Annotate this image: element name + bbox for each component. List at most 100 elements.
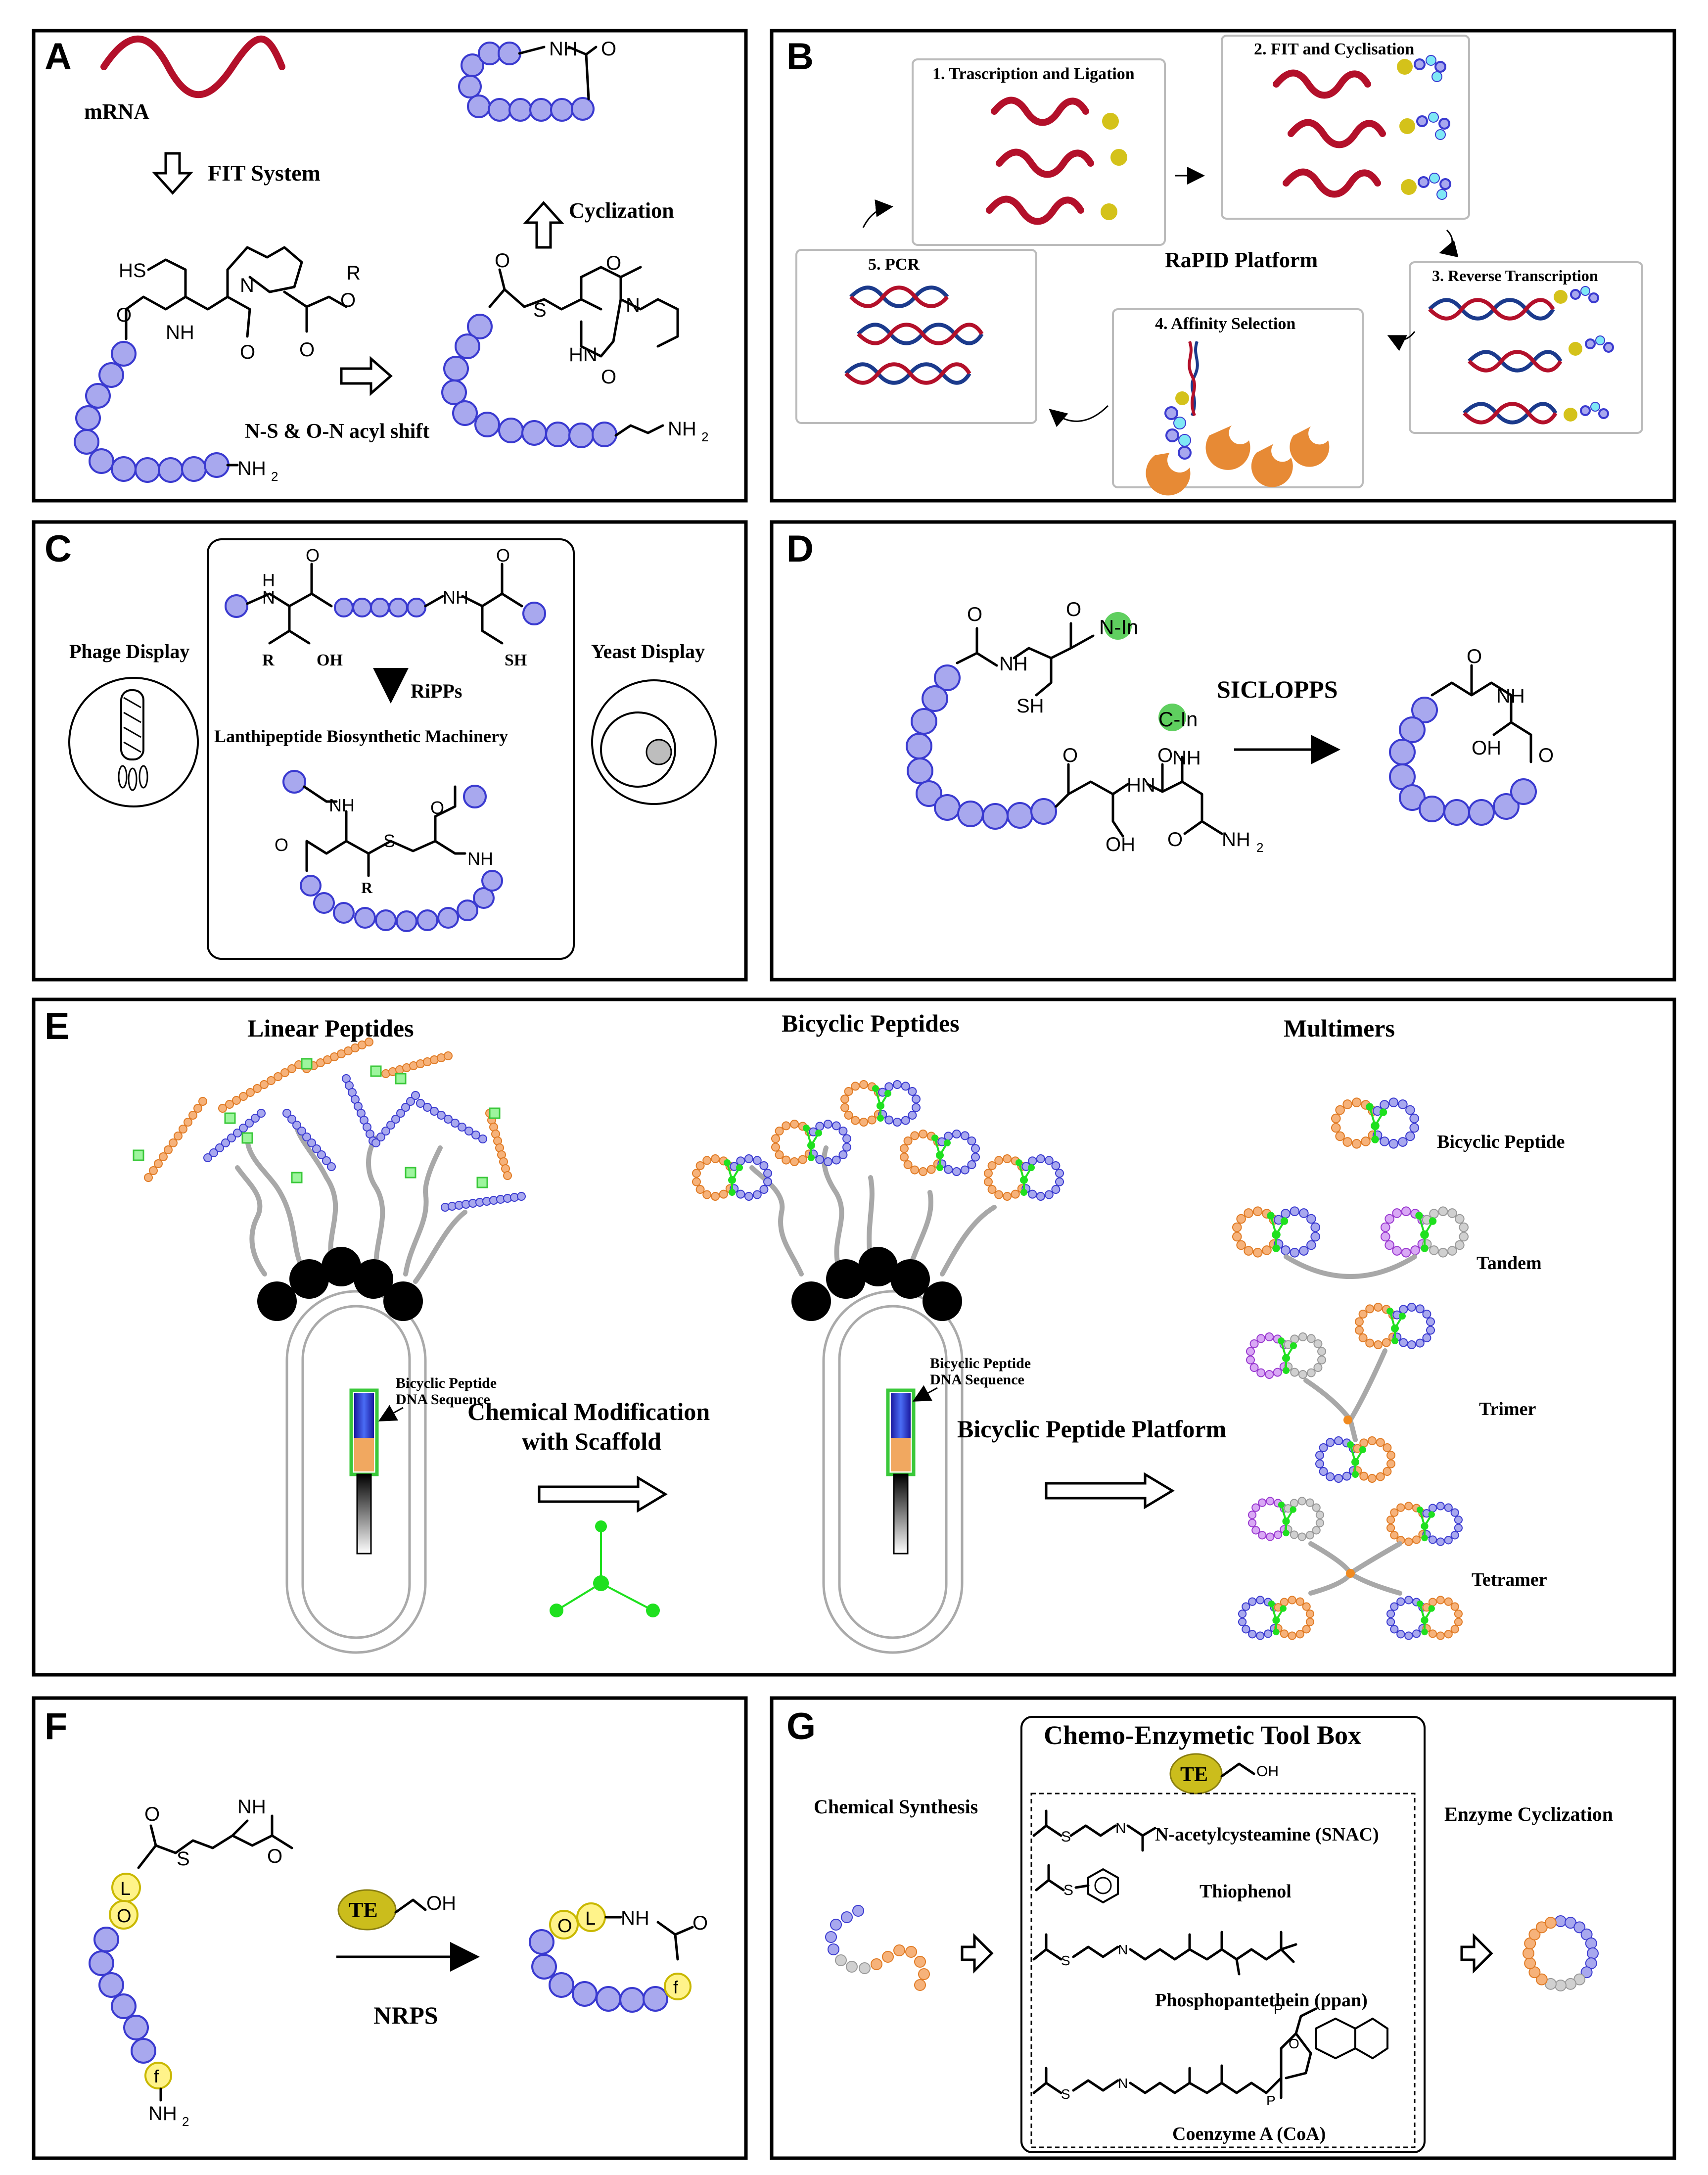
right-arrow-icon [340,356,393,396]
ppan-structure: S N Phosphopantethein (ppan) [1032,1931,1368,2011]
cyclic-peptide-a: NH O [458,38,616,122]
svg-text:H: H [262,570,275,590]
svg-text:OH: OH [1472,737,1501,759]
step-4-label: 4. Affinity Selection [1155,315,1295,333]
panel-f-frame [32,1696,748,2160]
panel-d-label: D [786,528,814,570]
machinery-label: Lanthipeptide Biosynthetic Machinery [214,726,508,746]
svg-text:O: O [967,604,982,625]
toolbox-dashed-frame [1030,1793,1416,2148]
panel-d-frame [770,520,1676,982]
panel-g-frame [770,1696,1676,2160]
svg-text:L: L [585,1908,596,1929]
panel-e-frame [32,997,1676,1677]
svg-text:O: O [601,366,616,388]
svg-text:L: L [120,1879,131,1899]
thiophenol-structure: S Thiophenol [1035,1864,1292,1904]
panel-b-frame [770,29,1676,503]
flow-arrow-2 [1439,229,1459,258]
panel-g: G Chemo-Enzymetic Tool Box TE OH Chemica… [770,1696,1676,2160]
bicyclic-peptide-heads [692,1080,1064,1201]
phage-display-label: Phage Display [69,640,189,662]
svg-text:O: O [557,1916,572,1937]
svg-text:SH: SH [1016,695,1044,717]
sicloпps-precursor: N-In O NH O SH O OH HN O NH C-In O NH 2 [906,599,1263,855]
step-2-box: 2. FIT and Cyclisation [1221,35,1470,220]
chem-mod-line2: with Scaffold [522,1427,661,1455]
panel-a-frame [32,29,748,503]
svg-text:NH: NH [1222,829,1250,851]
te-label: TE [349,1898,378,1922]
svg-text:O: O [1467,646,1482,667]
snac-label: N-acetylcysteamine (SNAC) [1155,1824,1379,1845]
svg-text:OH: OH [317,651,343,669]
toolbox-frame [1020,1716,1426,2153]
svg-text:2: 2 [182,2114,189,2129]
nrps-substrate: O S NH O L O f NH 2 [89,1796,293,2129]
svg-text:N: N [626,294,640,316]
svg-text:O: O [496,545,510,566]
svg-text:O: O [275,835,288,855]
svg-text:S: S [177,1848,190,1870]
svg-text:O: O [495,250,510,272]
svg-text:O: O [299,339,315,361]
svg-text:O: O [1538,745,1554,766]
panel-b-label: B [786,36,814,78]
ripps-label: RiPPs [411,680,462,702]
svg-text:NH: NH [549,38,578,60]
svg-text:N: N [1115,1820,1126,1837]
step-4-box: 4. Affinity Selection [1112,308,1364,496]
dna-label-line1: Bicyclic Peptide [396,1375,497,1391]
linear-peptides-title: Linear Peptides [247,1014,414,1042]
target-protein-icon [1290,426,1330,467]
svg-text:HN: HN [1127,774,1155,796]
snac-structure: S N N-acetylcysteamine (SNAC) [1032,1809,1379,1852]
step-2-label: 2. FIT and Cyclisation [1254,40,1414,58]
svg-text:NH: NH [621,1907,649,1929]
panel-c-label: C [45,528,72,570]
platform-label: Bicyclic Peptide Platform [957,1415,1226,1443]
dna-label-line2: DNA Sequence [396,1391,490,1408]
svg-text:f: f [673,1977,679,1997]
ripp-precursor: H N O R OH NH O SH [225,545,546,669]
multimer-trimer-label: Trimer [1479,1399,1536,1419]
svg-text:NH: NH [1496,685,1525,707]
svg-text:HS: HS [119,260,146,282]
svg-text:S: S [1061,1829,1071,1845]
svg-text:S: S [1061,2086,1070,2102]
phage-icon [68,677,199,807]
svg-text:N: N [1118,2076,1128,2091]
multimer-tetramer-label: Tetramer [1472,1569,1547,1590]
siclopps-product: O NH OH O [1389,646,1554,826]
svg-text:HN: HN [569,344,598,366]
svg-text:2: 2 [701,429,708,444]
svg-text:O: O [430,798,444,818]
lanthipeptide: NH O S R O NH [275,770,503,932]
panel-c: C Phage Display Yeast Display H N O R OH [32,520,748,982]
ppan-label: Phosphopantethein (ppan) [1155,1990,1368,2011]
te-domain-icon [1169,1753,1223,1795]
siclopps-label: SICLOPPS [1217,675,1338,703]
fit-system-label: FIT System [208,160,321,186]
n-intein-icon [1104,612,1132,640]
flow-arrow-4 [1049,405,1109,427]
svg-text:O: O [267,1845,282,1867]
chem-mod-line1: Chemical Modification [467,1398,710,1425]
acyl-shift-label: N-S & O-N acyl shift [245,420,429,443]
dna-label-line1: Bicyclic Peptide [930,1355,1031,1371]
svg-text:O: O [1167,829,1183,851]
yeast-display-label: Yeast Display [591,640,705,662]
svg-text:O: O [601,38,616,60]
svg-text:OH: OH [1106,834,1135,855]
panel-b: B 1. Trascription and Ligation 2. FIT an… [770,29,1676,503]
multimer-bicyclic-label: Bicyclic Peptide [1437,1132,1565,1152]
thiophenol-label: Thiophenol [1200,1881,1292,1902]
svg-text:NH: NH [467,849,493,869]
svg-text:NH: NH [329,795,355,815]
g-te-label: TE [1180,1763,1208,1786]
target-protein-icon [1251,444,1293,487]
svg-text:O: O [606,252,621,274]
flow-arrow-5 [862,199,893,228]
flow-arrow-3 [1387,331,1416,351]
svg-text:NH: NH [148,2103,177,2125]
